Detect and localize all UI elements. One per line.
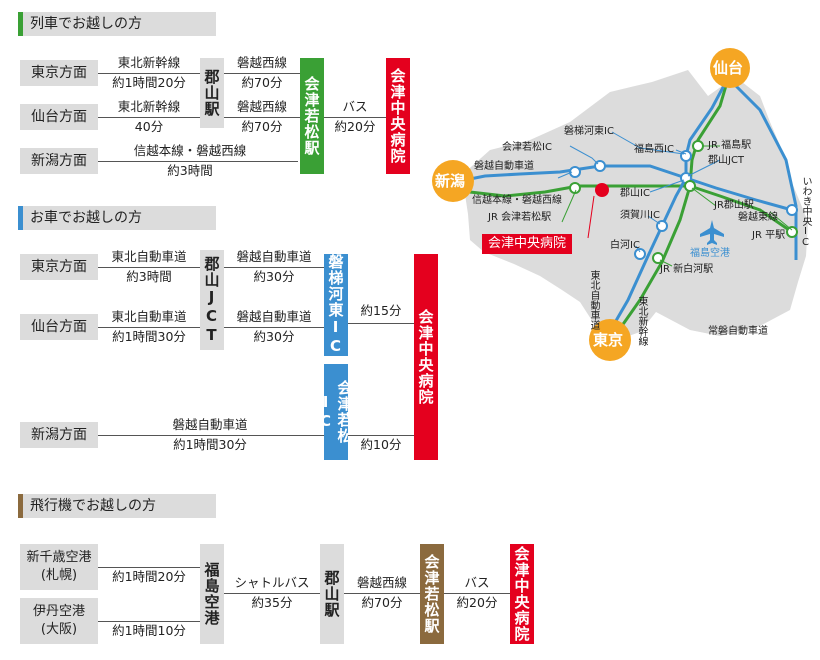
car-r1-time: 約3時間	[126, 269, 172, 284]
train-r2-line: 東北新幹線	[117, 99, 181, 114]
map-label-sendai: 仙台	[713, 59, 744, 77]
car-aizuwakamatsu-ic: 会津若松IC	[317, 364, 354, 460]
train-banetsu1: 磐越西線	[236, 55, 287, 70]
map-label-jr-taira: JR 平駅	[752, 230, 786, 241]
map-label-niigata: 新潟	[435, 172, 466, 190]
car-koriyama-jct: 郡山JCT	[200, 250, 224, 350]
plane-bus: バス	[464, 575, 490, 590]
map-label-shinetsu: 信越本線・磐越西線	[472, 195, 562, 206]
train-koriyama-station: 郡山駅	[200, 58, 224, 128]
plane-origin-chitose: 新千歳空港 (札幌)	[20, 544, 98, 590]
plane-origin-chitose-sub: (札幌)	[40, 568, 78, 583]
train-r2-time: 40分	[134, 119, 164, 134]
train-hospital: 会津中央病院	[386, 58, 410, 174]
map-label-tohoku-shinkansen: 東北新幹線	[636, 296, 647, 346]
train-bus: バス	[342, 99, 368, 114]
train-r3-time: 約3時間	[167, 163, 213, 178]
car-b2-road: 磐越自動車道	[236, 309, 312, 324]
car-r2-time: 約1時間30分	[112, 329, 186, 344]
plane-aizuwakamatsu-station: 会津若松駅	[420, 544, 444, 644]
plane-shuttle-time: 約35分	[251, 595, 293, 610]
car-b1-time: 約30分	[253, 269, 295, 284]
map-label-joban: 常磐自動車道	[708, 326, 768, 337]
map-label-tohoku-exp: 東北自動車道	[588, 270, 599, 330]
prefecture-shape	[462, 70, 808, 342]
map-label-bandai-ic: 磐梯河東IC	[564, 126, 614, 137]
train-banetsu1-time: 約70分	[241, 75, 283, 90]
train-origin-sendai: 仙台方面	[20, 104, 98, 130]
plane-bus-time: 約20分	[456, 595, 498, 610]
map-label-tokyo: 東京	[593, 331, 624, 349]
map-label-koriyama-jct: 郡山JCT	[708, 155, 745, 166]
train-r1-time: 約1時間20分	[112, 75, 186, 90]
car-r3-road: 磐越自動車道	[172, 417, 248, 432]
plane-t1: 約1時間20分	[112, 569, 186, 584]
plane-origin-chitose-name: 新千歳空港	[26, 550, 92, 565]
banetsu-east-expressway	[685, 176, 793, 212]
car-hospital: 会津中央病院	[414, 254, 438, 460]
train-r3-line: 信越本線・磐越西線	[133, 143, 247, 158]
car-origin-sendai: 仙台方面	[20, 314, 98, 340]
map-label-shirakawa: 白河IC	[610, 240, 640, 251]
plane-origin-itami: 伊丹空港 (大阪)	[20, 598, 98, 644]
plane-hospital: 会津中央病院	[510, 544, 534, 644]
car-time-10: 約10分	[360, 437, 402, 452]
map-label-hospital: 会津中央病院	[482, 234, 573, 254]
map-label-sukagawa: 須賀川IC	[620, 210, 660, 221]
car-origin-niigata: 新潟方面	[20, 422, 98, 448]
map-label-iwaki: いわき中央IC	[800, 176, 811, 248]
plane-koriyama-station: 郡山駅	[320, 544, 344, 644]
train-origin-tokyo: 東京方面	[20, 60, 98, 86]
car-r2-road: 東北自動車道	[111, 309, 187, 324]
train-bus-time: 約20分	[334, 119, 376, 134]
map-label-jr-koriyama: JR郡山駅	[714, 200, 754, 211]
plane-shuttle: シャトルバス	[234, 575, 310, 590]
plane-origin-itami-sub: (大阪)	[40, 622, 78, 637]
train-origin-niigata: 新潟方面	[20, 148, 98, 174]
car-time-15: 約15分	[360, 303, 402, 318]
car-b1-road: 磐越自動車道	[236, 249, 312, 264]
plane-fukushima-airport: 福島空港	[200, 544, 224, 644]
map-label-banetsu-east: 磐越東線	[738, 212, 778, 223]
train-banetsu2-time: 約70分	[241, 119, 283, 134]
map-label-koriyama-ic: 郡山IC	[620, 188, 650, 199]
car-origin-tokyo: 東京方面	[20, 254, 98, 280]
train-r1-line: 東北新幹線	[117, 55, 181, 70]
map-label-jr-fukushima: JR 福島駅	[708, 140, 752, 151]
map-label-fukushima-nishi: 福島西IC	[634, 144, 674, 155]
car-bandai-kawahigashi-ic: 磐梯河東IC	[324, 254, 348, 356]
tohoku-expressway	[604, 77, 730, 339]
section-header-car: お車でお越しの方	[18, 206, 216, 230]
hospital-dot	[595, 183, 609, 197]
map-label-airport: 福島空港	[690, 248, 730, 259]
plane-origin-itami-name: 伊丹空港	[32, 604, 85, 619]
joban-expressway	[726, 76, 798, 260]
plane-banetsu-time: 約70分	[361, 595, 403, 610]
plane-t2: 約1時間10分	[112, 623, 186, 638]
map-label-banetsu-exp: 磐越自動車道	[474, 161, 534, 172]
map-label-jr-aizu: JR 会津若松駅	[488, 212, 552, 223]
car-b2-time: 約30分	[253, 329, 295, 344]
plane-banetsu: 磐越西線	[356, 575, 407, 590]
banetsu-east-line	[689, 184, 793, 234]
route-map	[432, 48, 808, 361]
car-r3-time: 約1時間30分	[173, 437, 247, 452]
section-header-plane: 飛行機でお越しの方	[18, 494, 216, 518]
car-r1-road: 東北自動車道	[111, 249, 187, 264]
banetsu-expressway	[454, 164, 687, 184]
train-aizuwakamatsu-station: 会津若松駅	[300, 58, 324, 174]
train-banetsu2: 磐越西線	[236, 99, 287, 114]
map-label-jr-shinshirakawa: JR 新白河駅	[660, 264, 714, 275]
section-header-train: 列車でお越しの方	[18, 12, 216, 36]
airplane-icon	[700, 220, 724, 245]
map-label-aizu-ic: 会津若松IC	[502, 142, 552, 153]
